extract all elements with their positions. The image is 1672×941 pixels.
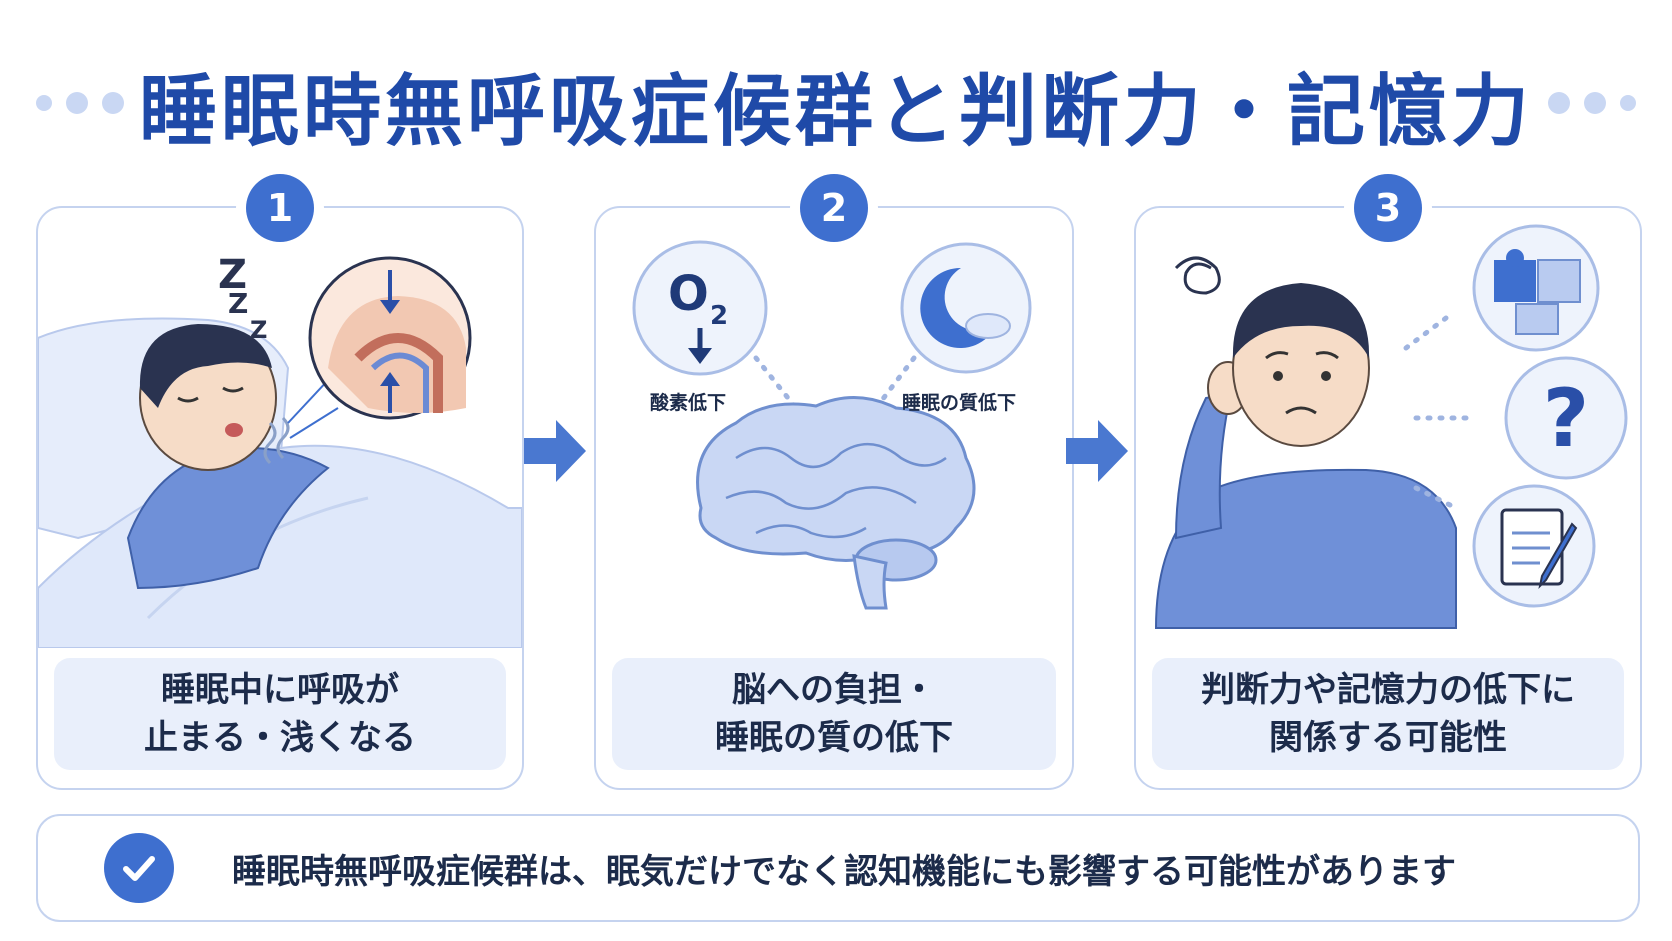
step-caption-3: 判断力や記憶力の低下に 関係する可能性 — [1152, 658, 1624, 770]
caption-line: 脳への負担・ — [732, 670, 936, 710]
arrow-right-icon — [1066, 420, 1128, 482]
svg-text:Z: Z — [250, 316, 267, 344]
step-caption-1: 睡眠中に呼吸が 止まる・浅くなる — [54, 658, 506, 770]
caption-line: 関係する可能性 — [1269, 718, 1507, 758]
sleeping-person-illustration: Z Z Z — [38, 252, 522, 648]
step-number-2: 2 — [800, 174, 868, 242]
svg-text:O: O — [668, 266, 709, 322]
svg-text:?: ? — [1543, 372, 1589, 465]
caption-line: 睡眠の質の低下 — [715, 718, 953, 758]
check-icon — [104, 833, 174, 903]
svg-text:2: 2 — [710, 301, 728, 331]
arrow-right-icon — [524, 420, 586, 482]
puzzle-icon — [1472, 224, 1600, 352]
brain-icon — [696, 396, 976, 610]
step-panel-2: 2 O 2 酸素低下 睡眠の質低下 脳への負担・ — [594, 174, 1074, 790]
caption-line: 判断力や記憶力の低下に — [1201, 670, 1575, 710]
oxygen-icon: O 2 — [632, 240, 768, 376]
caption-line: 止まる・浅くなる — [144, 718, 416, 758]
svg-text:Z: Z — [218, 252, 247, 298]
sleep-quality-label: 睡眠の質低下 — [902, 392, 1017, 414]
title-decoration-left — [36, 92, 124, 114]
title-row: 睡眠時無呼吸症候群と判断力・記憶力 — [0, 50, 1672, 160]
step-panel-3: 3 ? — [1134, 174, 1642, 790]
moon-cloud-icon — [900, 242, 1032, 374]
notepad-icon — [1472, 484, 1596, 608]
snore-z-icon: Z Z Z — [218, 252, 267, 344]
airway-closeup-icon — [308, 256, 472, 420]
page-title: 睡眠時無呼吸症候群と判断力・記憶力 — [138, 67, 1533, 157]
step-panel-1: 1 Z Z Z — [36, 174, 524, 790]
summary-text: 睡眠時無呼吸症候群は、眠気だけでなく認知機能にも影響する可能性があります — [232, 851, 1456, 892]
svg-text:Z: Z — [228, 287, 248, 320]
step-caption-2: 脳への負担・ 睡眠の質の低下 — [612, 658, 1056, 770]
confused-person-illustration: ? — [1154, 224, 1628, 629]
oxygen-label: 酸素低下 — [650, 392, 727, 414]
summary-box: 睡眠時無呼吸症候群は、眠気だけでなく認知機能にも影響する可能性があります — [36, 814, 1640, 922]
title-decoration-right — [1548, 92, 1636, 114]
step-number-1: 1 — [246, 174, 314, 242]
confusion-swirl-icon — [1174, 256, 1221, 295]
step-number-3: 3 — [1354, 174, 1422, 242]
question-icon: ? — [1504, 356, 1628, 480]
caption-line: 睡眠中に呼吸が — [161, 670, 399, 710]
brain-illustration: O 2 — [632, 240, 1032, 610]
